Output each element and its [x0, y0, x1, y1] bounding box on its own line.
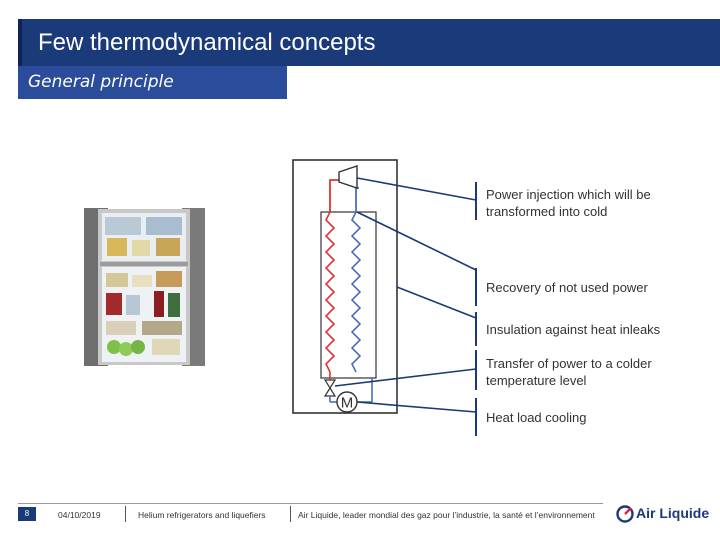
footer-rule — [18, 503, 603, 504]
cold-return-line — [355, 187, 359, 212]
label-heat-load: Heat load cooling — [486, 410, 587, 425]
leader-line-insulation — [396, 286, 477, 319]
hot-zigzag — [324, 211, 336, 373]
page-number: 8 — [18, 507, 36, 521]
label-insulation: Insulation against heat inleaks — [486, 322, 661, 337]
subtitle-bar — [18, 66, 287, 99]
compressor-icon — [338, 165, 358, 189]
title-bar — [18, 19, 720, 66]
leader-line-heatload — [356, 401, 477, 413]
air-liquide-logo-icon — [616, 505, 634, 523]
title-accent — [18, 19, 22, 66]
label-power-injection: Power injection which will be transforme… — [486, 187, 651, 219]
logo-text: Air Liquide — [636, 505, 710, 521]
expansion-valve-icon — [323, 379, 337, 397]
cold-box — [320, 211, 377, 379]
leader-line-recovery — [356, 211, 477, 271]
cold-zigzag — [350, 211, 362, 373]
label-transfer: Transfer of power to a colder temperatur… — [486, 356, 652, 388]
hot-line — [329, 179, 339, 212]
refrigerator-photo — [82, 205, 207, 370]
footer-doc-title: Helium refrigerators and liquefiers — [138, 510, 266, 520]
footer-separator — [290, 506, 291, 522]
insulated-enclosure — [292, 159, 398, 414]
footer-date: 04/10/2019 — [58, 510, 101, 520]
slide-title: Few thermodynamical concepts — [38, 29, 376, 56]
footer-separator — [125, 506, 126, 522]
leader-line-power — [356, 177, 477, 201]
footer-tagline: Air Liquide, leader mondial des gaz pour… — [298, 510, 595, 520]
label-recovery: Recovery of not used power — [486, 280, 648, 295]
leader-line-transfer — [334, 368, 477, 387]
slide-subtitle: General principle — [28, 72, 174, 92]
motor-symbol: M — [341, 395, 354, 412]
